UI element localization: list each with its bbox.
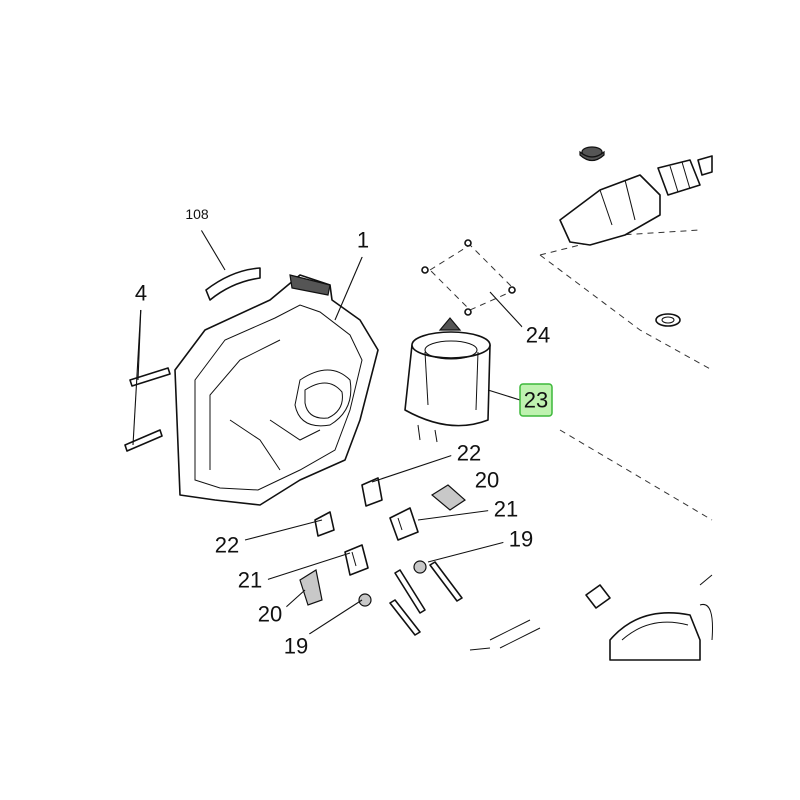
part-22-brush-plates[interactable]	[314, 477, 383, 537]
callout-20-lower-label: 20	[258, 602, 282, 627]
callout-20-upper[interactable]: 20	[469, 462, 505, 498]
callout-108-label: 108	[185, 206, 209, 222]
callout-22-lower-label: 22	[215, 533, 239, 558]
part-23-stator[interactable]	[404, 317, 491, 443]
callout-20-upper-label: 20	[475, 468, 499, 493]
shaft-assembly[interactable]	[559, 146, 713, 327]
callout-24-label: 24	[526, 323, 550, 348]
callout-23-label: 23	[524, 388, 548, 413]
callout-21-lower-label: 21	[238, 568, 262, 593]
callout-19-upper[interactable]: 19	[503, 521, 539, 557]
lower-misc-parts	[469, 619, 541, 651]
gear-housing[interactable]	[585, 574, 713, 661]
part-1-housing[interactable]	[174, 274, 379, 506]
part-24-pins[interactable]	[421, 239, 516, 316]
callout-22-upper-label: 22	[457, 441, 481, 466]
callout-19-lower-label: 19	[284, 634, 308, 659]
callout-24[interactable]: 24	[520, 317, 556, 353]
lower-screws[interactable]	[389, 561, 463, 636]
part-108-badge[interactable]	[205, 267, 261, 301]
callout-21-upper-label: 21	[494, 497, 518, 522]
callout-19-upper-label: 19	[509, 527, 533, 552]
callout-23-highlighted[interactable]: 23	[519, 383, 553, 417]
callout-22-upper[interactable]: 22	[451, 435, 487, 471]
callout-4-label: 4	[135, 281, 147, 306]
callout-19-lower[interactable]: 19	[278, 628, 314, 664]
callout-21-upper[interactable]: 21	[488, 491, 524, 527]
callout-1[interactable]: 1	[346, 223, 380, 257]
callout-1-label: 1	[357, 228, 369, 253]
callout-21-lower[interactable]: 21	[232, 562, 268, 598]
callout-4[interactable]: 4	[124, 276, 158, 310]
part-20-brushes[interactable]	[299, 484, 466, 606]
part-19-springs[interactable]	[358, 560, 427, 607]
part-4-screws[interactable]	[124, 367, 171, 452]
leader-lines	[132, 227, 526, 641]
callout-cropped-top	[579, 150, 605, 162]
callout-108[interactable]: 108	[180, 197, 214, 231]
callout-22-lower[interactable]: 22	[209, 527, 245, 563]
callout-20-lower[interactable]: 20	[252, 596, 288, 632]
part-21-brush-holders[interactable]	[344, 507, 419, 576]
